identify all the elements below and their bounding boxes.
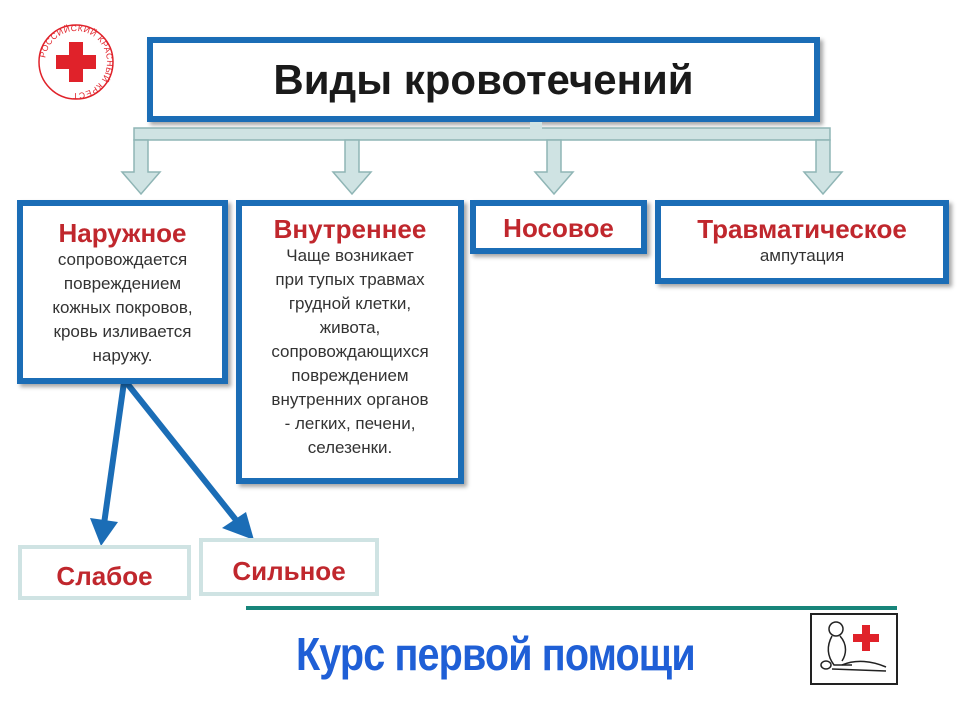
connector-bar xyxy=(133,127,831,141)
type-heading: Носовое xyxy=(503,213,614,243)
type-heading: Наружное xyxy=(58,218,187,248)
arrow-to-internal xyxy=(331,139,373,196)
type-desc-line: живота, xyxy=(319,318,381,337)
first-aid-cpr-icon xyxy=(810,613,898,685)
arrow-to-strong xyxy=(222,512,254,540)
subtype-label: Слабое xyxy=(56,561,153,591)
diagram-title-box: Виды кровотечений xyxy=(147,37,820,122)
arrow-to-nasal xyxy=(533,139,575,196)
type-box-internal: Внутреннее Чаще возникает при тупых трав… xyxy=(236,200,464,484)
type-desc-line: наружу. xyxy=(92,346,153,365)
arrow-to-weak xyxy=(90,518,118,546)
type-heading: Травматическое xyxy=(697,214,907,244)
type-desc-line: при тупых травмах xyxy=(275,270,425,289)
type-desc-line: грудной клетки, xyxy=(288,294,412,313)
type-heading: Внутреннее xyxy=(273,214,427,244)
subtype-label: Сильное xyxy=(232,556,346,586)
type-desc-line: внутренних органов xyxy=(271,390,429,409)
type-desc-line: сопровождается xyxy=(57,250,188,269)
diagram-title: Виды кровотечений xyxy=(273,55,694,103)
type-box-external: Наружное сопровождается повреждением кож… xyxy=(17,200,228,384)
type-desc-line: кожных покровов, xyxy=(52,298,193,317)
type-desc-line: селезенки. xyxy=(307,438,393,457)
type-desc-line: Чаще возникает xyxy=(286,246,414,265)
type-box-traumatic: Травматическое ампутация xyxy=(655,200,949,284)
type-desc-line: кровь изливается xyxy=(53,322,192,341)
type-desc-line: повреждением xyxy=(291,366,409,385)
subtype-box-strong: Сильное xyxy=(199,538,379,596)
type-desc-line: - легких, печени, xyxy=(284,414,416,433)
red-cross-logo: РОССИЙСКИЙ КРАСНЫЙ КРЕСТ xyxy=(36,22,116,102)
footer-course-title: Курс первой помощи xyxy=(296,628,696,680)
arrow-to-traumatic xyxy=(802,139,844,196)
type-desc-line: ампутация xyxy=(759,246,845,265)
subtype-box-weak: Слабое xyxy=(18,545,191,600)
type-desc-line: повреждением xyxy=(63,274,182,293)
arrow-to-external xyxy=(120,139,162,196)
type-box-nasal: Носовое xyxy=(470,200,647,254)
type-desc-line: сопровождающихся xyxy=(271,342,429,361)
